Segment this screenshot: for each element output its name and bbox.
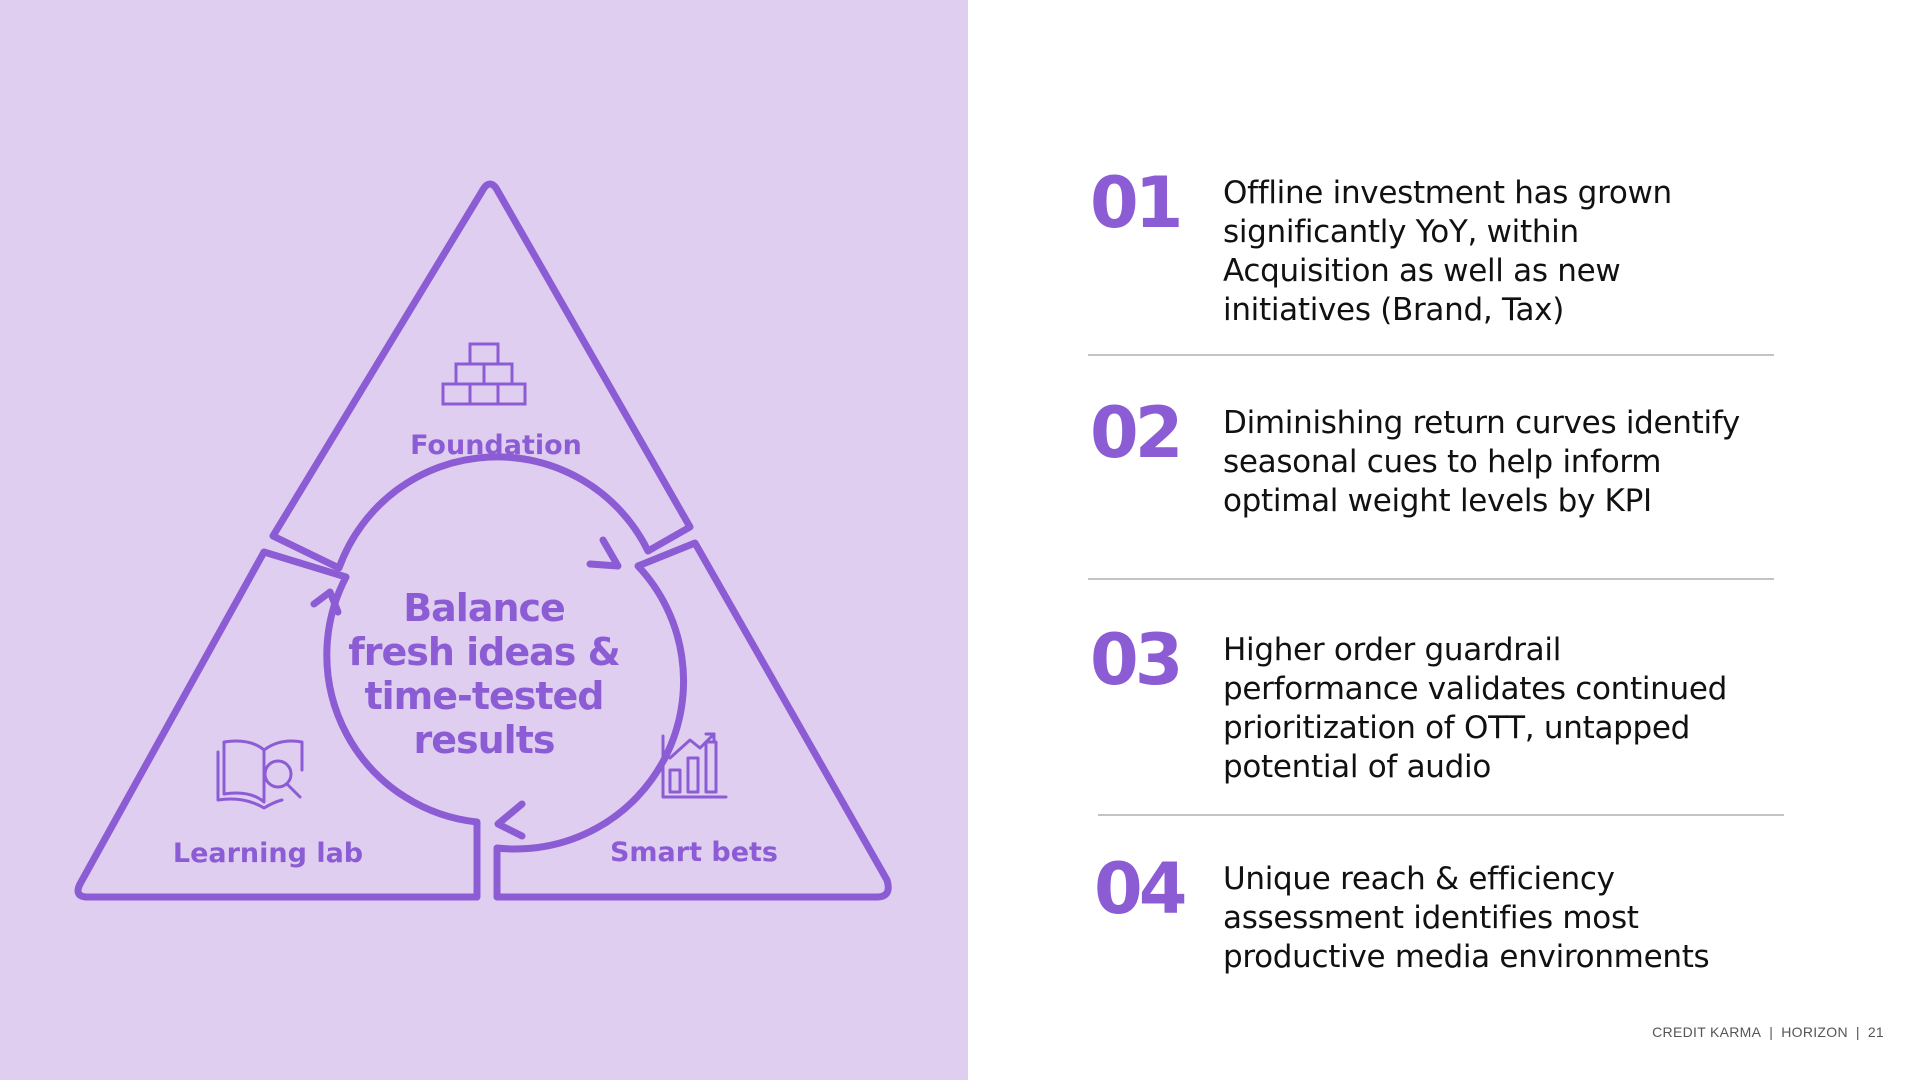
item-text: Unique reach & efficiency assessment ide… xyxy=(1223,861,1710,975)
diagram-panel: Foundation Learning lab Smart bets Balan… xyxy=(0,0,968,1080)
book-magnifier-icon xyxy=(216,739,304,810)
foundation-label: Foundation xyxy=(410,430,582,461)
learning-lab-label: Learning lab xyxy=(173,838,363,869)
bricks-icon xyxy=(441,342,527,406)
item-text: Diminishing return curves identify seaso… xyxy=(1223,405,1740,519)
page-number: 21 xyxy=(1867,1024,1884,1040)
footer-section: HORIZON xyxy=(1781,1024,1848,1040)
item-text: Higher order guardrail performance valid… xyxy=(1223,632,1728,785)
item-number: 04 xyxy=(1094,848,1187,930)
divider xyxy=(1098,814,1784,816)
smart-bets-label: Smart bets xyxy=(610,837,778,868)
bar-chart-icon xyxy=(661,732,728,799)
item-text: Offline investment has grown significant… xyxy=(1223,175,1672,328)
triangle-cycle-diagram: Foundation Learning lab Smart bets Balan… xyxy=(74,180,892,901)
divider xyxy=(1088,578,1774,580)
center-line-4: results xyxy=(414,718,555,762)
item-number: 03 xyxy=(1090,619,1183,701)
center-line-3: time-tested xyxy=(364,674,603,718)
item-number: 01 xyxy=(1090,162,1183,244)
learning-lab-segment xyxy=(74,548,481,901)
arrowhead-bottom xyxy=(494,800,526,840)
center-line-2: fresh ideas & xyxy=(348,630,620,674)
foundation-segment xyxy=(269,180,694,572)
smart-bets-segment xyxy=(493,539,892,901)
footer-brand: CREDIT KARMA xyxy=(1652,1024,1762,1040)
divider xyxy=(1088,354,1774,356)
arrowhead-right xyxy=(586,536,622,570)
center-line-1: Balance xyxy=(403,586,565,630)
footer: CREDIT KARMA|HORIZON|21 xyxy=(1652,1024,1884,1040)
arrowhead-left xyxy=(310,588,342,616)
item-number: 02 xyxy=(1090,392,1183,474)
